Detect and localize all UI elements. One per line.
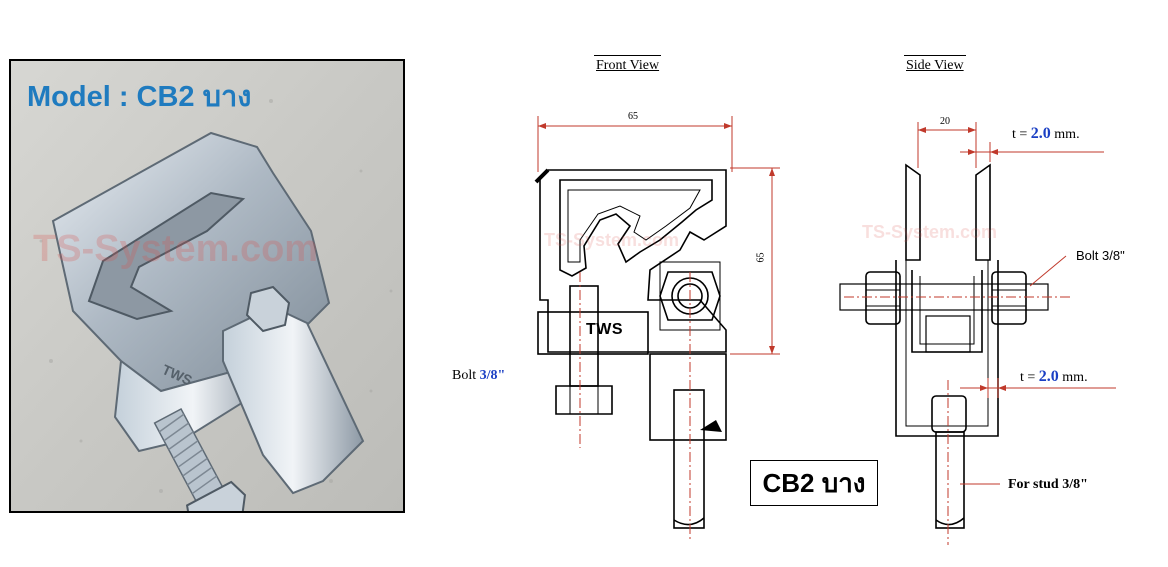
thickness-bottom-unit: mm. [1062,370,1088,385]
front-view-slot [559,179,713,277]
thickness-top-prefix: t = [1012,127,1028,142]
side-view-title: Side View [904,55,966,74]
side-view-u-outline [895,260,999,437]
thickness-bottom-value: 2.0 [1038,368,1059,385]
side-bolt-label: Bolt 3/8" [1076,248,1125,263]
thickness-top-unit: mm. [1054,127,1080,142]
front-view-stamp: TWS [586,321,624,338]
front-watermark: TS-System.com [544,230,679,250]
side-watermark: TS-System.com [862,222,997,242]
photo-title: Model : CB2 บาง [27,81,252,113]
thickness-bottom-label: t = 2.0 mm. [1020,368,1088,386]
front-bolt-size: 3/8" [479,368,506,383]
front-width-dimension: 65 [628,111,638,122]
photo-watermark: TS-System.com [33,228,318,270]
front-view-title: Front View [594,55,662,74]
front-view-body-outline [539,169,727,353]
product-photo: TS-System.com TWS Model : CB2 บาง [9,59,405,513]
clamp-photo-illustration: TS-System.com TWS [11,61,403,511]
front-bolt-text: Bolt [452,368,477,383]
side-width-dimension: 20 [940,116,950,127]
stud-label: For stud 3/8" [1008,477,1088,492]
front-height-dimension: 65 [755,252,767,263]
front-bolt-label: Bolt 3/8" [452,368,505,384]
thickness-top-label: t = 2.0 mm. [1012,125,1080,143]
model-label-box: CB2 บาง [750,460,878,506]
model-label: CB2 บาง [762,467,866,498]
thickness-bottom-prefix: t = [1020,370,1036,385]
thickness-top-value: 2.0 [1030,125,1051,142]
